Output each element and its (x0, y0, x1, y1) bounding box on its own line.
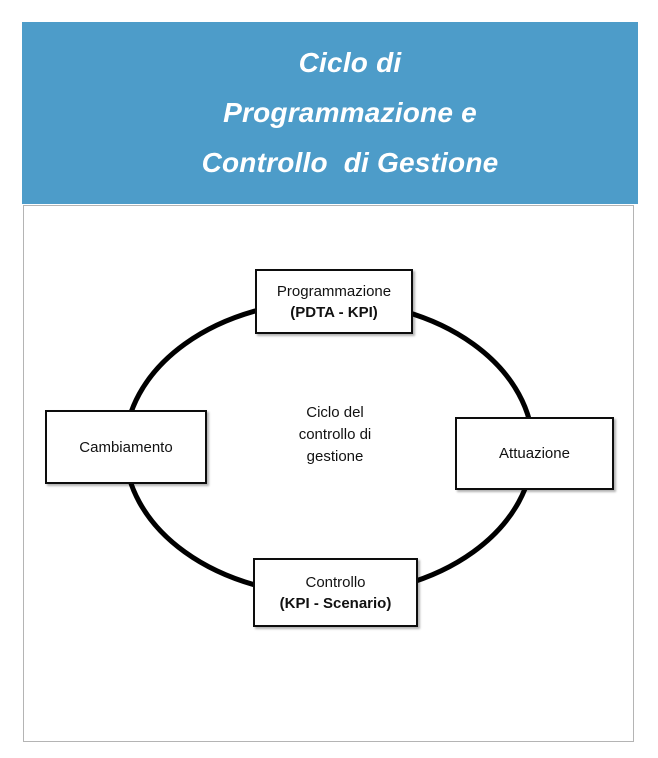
diagram-panel: Programmazione (PDTA - KPI) Attuazione C… (23, 205, 634, 742)
cycle-center-caption: Ciclo del controllo di gestione (260, 402, 410, 468)
cycle-node-attuazione-label: Attuazione (499, 445, 570, 462)
slide-title-line-3: Controllo di Gestione (201, 147, 499, 178)
cycle-node-controllo[interactable]: Controllo (KPI - Scenario) (253, 558, 418, 627)
cycle-node-programmazione-sublabel: (PDTA - KPI) (290, 303, 378, 321)
cycle-node-cambiamento[interactable]: Cambiamento (45, 410, 207, 484)
cycle-center-caption-line-1: Ciclo del (306, 404, 364, 421)
cycle-node-attuazione[interactable]: Attuazione (455, 417, 614, 490)
cycle-center-caption-line-3: gestione (306, 448, 364, 465)
cycle-node-programmazione[interactable]: Programmazione (PDTA - KPI) (255, 269, 413, 334)
slide-title-line-2: Programmazione e (223, 97, 477, 128)
slide-title-line-1: Ciclo di (298, 47, 402, 78)
cycle-node-controllo-sublabel: (KPI - Scenario) (279, 594, 392, 612)
header-banner: Ciclo di Programmazione e Controllo di G… (22, 22, 638, 204)
cycle-node-cambiamento-label: Cambiamento (79, 438, 173, 456)
cycle-node-controllo-label: Controllo (305, 573, 366, 591)
cycle-center-caption-line-2: controllo di (298, 426, 372, 443)
cycle-node-programmazione-label: Programmazione (276, 282, 392, 300)
